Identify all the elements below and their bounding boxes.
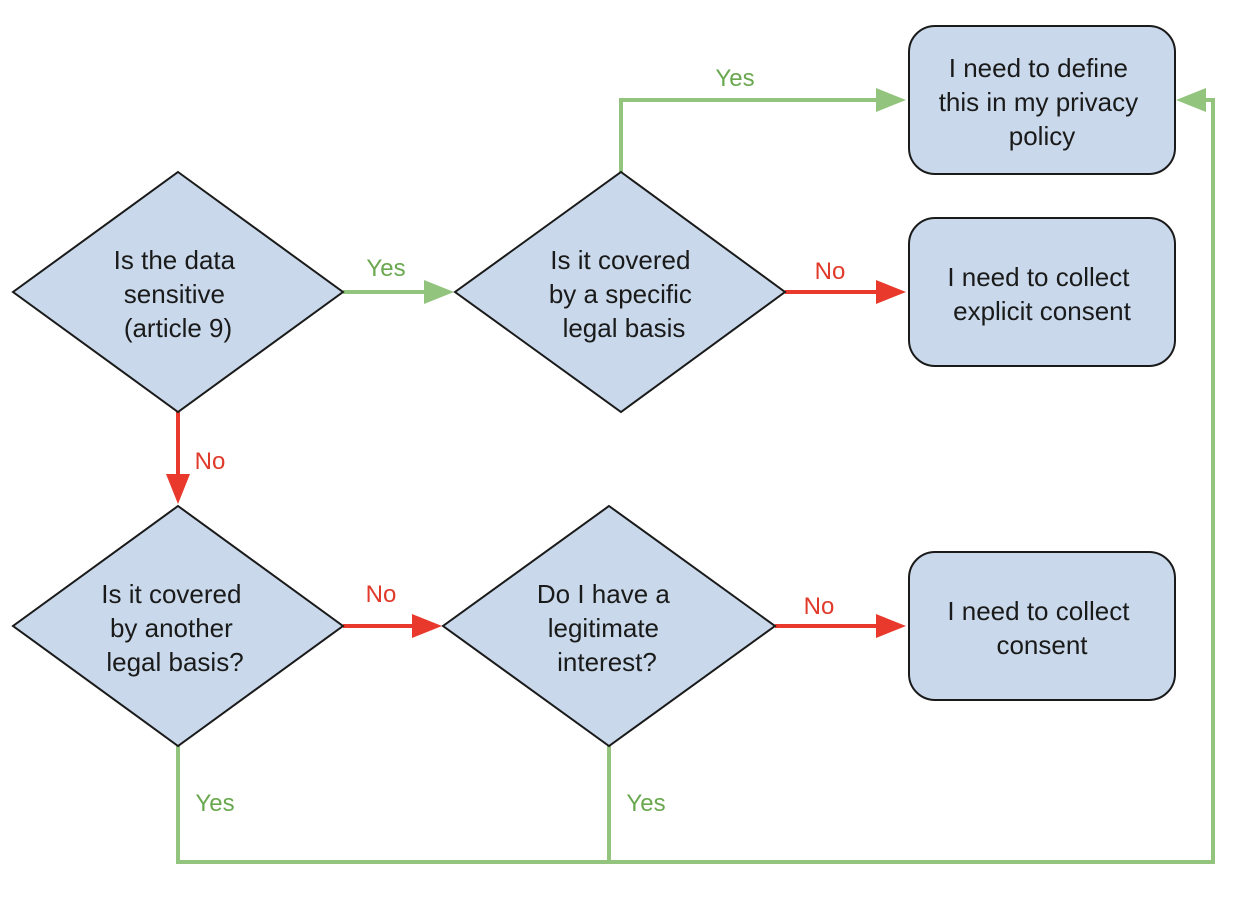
outcome-privacy-policy-line-1: I need to define xyxy=(949,53,1128,83)
decision-another-line-3: legal basis? xyxy=(106,647,243,677)
edge-specific-yes xyxy=(619,98,880,172)
arrowhead-sensitive-no xyxy=(166,474,190,504)
outcome-explicit-consent-shape xyxy=(908,217,1176,367)
outcome-explicit-consent-text: I need to collect explicit consent xyxy=(947,262,1136,326)
label-interest-yes: Yes xyxy=(626,790,665,817)
decision-another-text: Is it covered by another legal basis? xyxy=(101,579,248,677)
outcome-explicit-consent-line-1: I need to collect xyxy=(947,262,1130,292)
outcome-privacy-policy-text: I need to define this in my privacy poli… xyxy=(939,53,1146,151)
decision-interest-line-2: legitimate xyxy=(548,613,659,643)
outcome-privacy-policy: I need to define this in my privacy poli… xyxy=(908,25,1176,175)
outcome-privacy-policy-line-2: this in my privacy xyxy=(939,87,1138,117)
decision-specific-line-1: Is it covered xyxy=(550,245,690,275)
arrowhead-specific-no xyxy=(876,280,906,304)
decision-sensitive-line-1: Is the data xyxy=(114,245,236,275)
outcome-consent-line-1: I need to collect xyxy=(947,596,1130,626)
label-specific-yes: Yes xyxy=(715,65,754,92)
decision-interest-text: Do I have a legitimate interest? xyxy=(537,579,677,677)
outcome-explicit-consent: I need to collect explicit consent xyxy=(908,217,1176,367)
decision-specific-text: Is it covered by a specific legal basis xyxy=(549,245,699,343)
arrowhead-interest-no xyxy=(876,614,906,638)
outcome-privacy-policy-shape xyxy=(908,25,1176,175)
decision-interest-shape xyxy=(441,504,777,748)
outcome-consent-shape xyxy=(908,551,1176,701)
decision-specific: Is it covered by a specific legal basis xyxy=(453,170,787,414)
label-specific-no: No xyxy=(815,258,846,285)
arrowhead-sensitive-yes xyxy=(424,280,454,304)
decision-interest-line-3: interest? xyxy=(557,647,657,677)
arrowhead-specific-yes xyxy=(876,88,906,112)
decision-another-line-1: Is it covered xyxy=(101,579,241,609)
label-another-no: No xyxy=(366,581,397,608)
decision-another-shape xyxy=(11,504,345,748)
label-interest-no: No xyxy=(804,593,835,620)
outcome-consent-text: I need to collect consent xyxy=(947,596,1136,660)
arrowhead-another-no xyxy=(412,614,442,638)
decision-sensitive-line-3: (article 9) xyxy=(124,313,232,343)
decision-specific-line-2: by a specific xyxy=(549,279,692,309)
decision-another-line-2: by another xyxy=(110,613,233,643)
decision-another: Is it covered by another legal basis? xyxy=(11,504,345,748)
outcome-privacy-policy-line-3: policy xyxy=(1009,121,1075,151)
decision-specific-line-3: legal basis xyxy=(563,313,686,343)
decision-sensitive-line-2: sensitive xyxy=(124,279,225,309)
decision-specific-shape xyxy=(453,170,787,414)
decision-interest: Do I have a legitimate interest? xyxy=(441,504,777,748)
outcome-explicit-consent-line-2: explicit consent xyxy=(953,296,1132,326)
outcome-consent: I need to collect consent xyxy=(908,551,1176,701)
label-sensitive-no: No xyxy=(195,448,226,475)
arrowhead-privacy-return xyxy=(1176,88,1206,112)
label-sensitive-yes: Yes xyxy=(366,255,405,282)
decision-sensitive-text: Is the data sensitive (article 9) xyxy=(114,245,243,343)
label-another-yes: Yes xyxy=(195,790,234,817)
decision-sensitive-shape xyxy=(11,170,345,414)
edge-another-yes xyxy=(176,98,1215,864)
decision-interest-line-1: Do I have a xyxy=(537,579,671,609)
decision-sensitive: Is the data sensitive (article 9) xyxy=(11,170,345,414)
outcome-consent-line-2: consent xyxy=(996,630,1088,660)
connectors xyxy=(166,88,1215,864)
